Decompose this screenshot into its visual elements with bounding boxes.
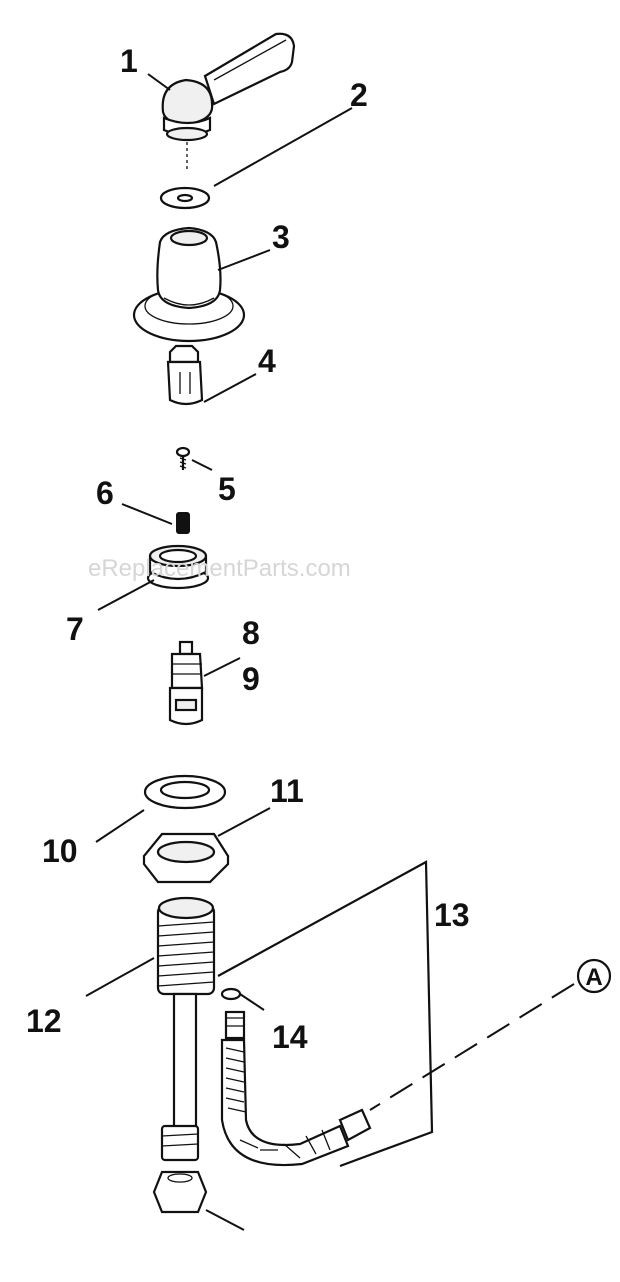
part-14-washer[interactable]	[220, 987, 242, 1001]
callout-1: 1	[120, 43, 138, 79]
callout-4: 4	[258, 343, 276, 379]
part-12-shank[interactable]	[156, 896, 216, 1162]
supply-hose[interactable]	[220, 1010, 372, 1167]
callout-11: 11	[270, 773, 304, 809]
part-5-screw[interactable]	[175, 446, 191, 470]
reference-label: A	[585, 964, 602, 991]
callout-8: 8	[242, 615, 260, 651]
callout-13: 13	[434, 897, 470, 933]
callout-labels: 1 2 3 4 5 6 7 8 9 10 11 12 13 14	[26, 43, 470, 1055]
watermark: eReplacementParts.com	[88, 555, 351, 582]
part-4-adapter[interactable]	[166, 344, 204, 406]
lower-hex-nut[interactable]	[152, 1170, 208, 1214]
callout-2: 2	[350, 77, 368, 113]
callout-12: 12	[26, 1003, 62, 1039]
callout-14: 14	[272, 1019, 308, 1055]
part-9-cartridge[interactable]	[168, 640, 204, 726]
part-2-washer[interactable]	[159, 186, 211, 210]
part-3-escutcheon[interactable]	[132, 226, 246, 343]
part-10-gasket[interactable]	[143, 774, 227, 810]
part-7-flange[interactable]	[146, 544, 210, 590]
callout-5: 5	[218, 471, 236, 507]
callout-10: 10	[42, 833, 78, 869]
callout-7: 7	[66, 611, 84, 647]
callout-3: 3	[272, 219, 290, 255]
part-1-lever-handle[interactable]	[161, 32, 296, 172]
callout-6: 6	[96, 475, 114, 511]
part-6-set-screw[interactable]	[176, 512, 190, 534]
reference-marker-a: A	[576, 958, 612, 994]
callout-9: 9	[242, 661, 260, 697]
part-11-hex-nut[interactable]	[142, 832, 230, 884]
leader-lines	[85, 73, 575, 1231]
part-13-bracket	[217, 860, 434, 1168]
